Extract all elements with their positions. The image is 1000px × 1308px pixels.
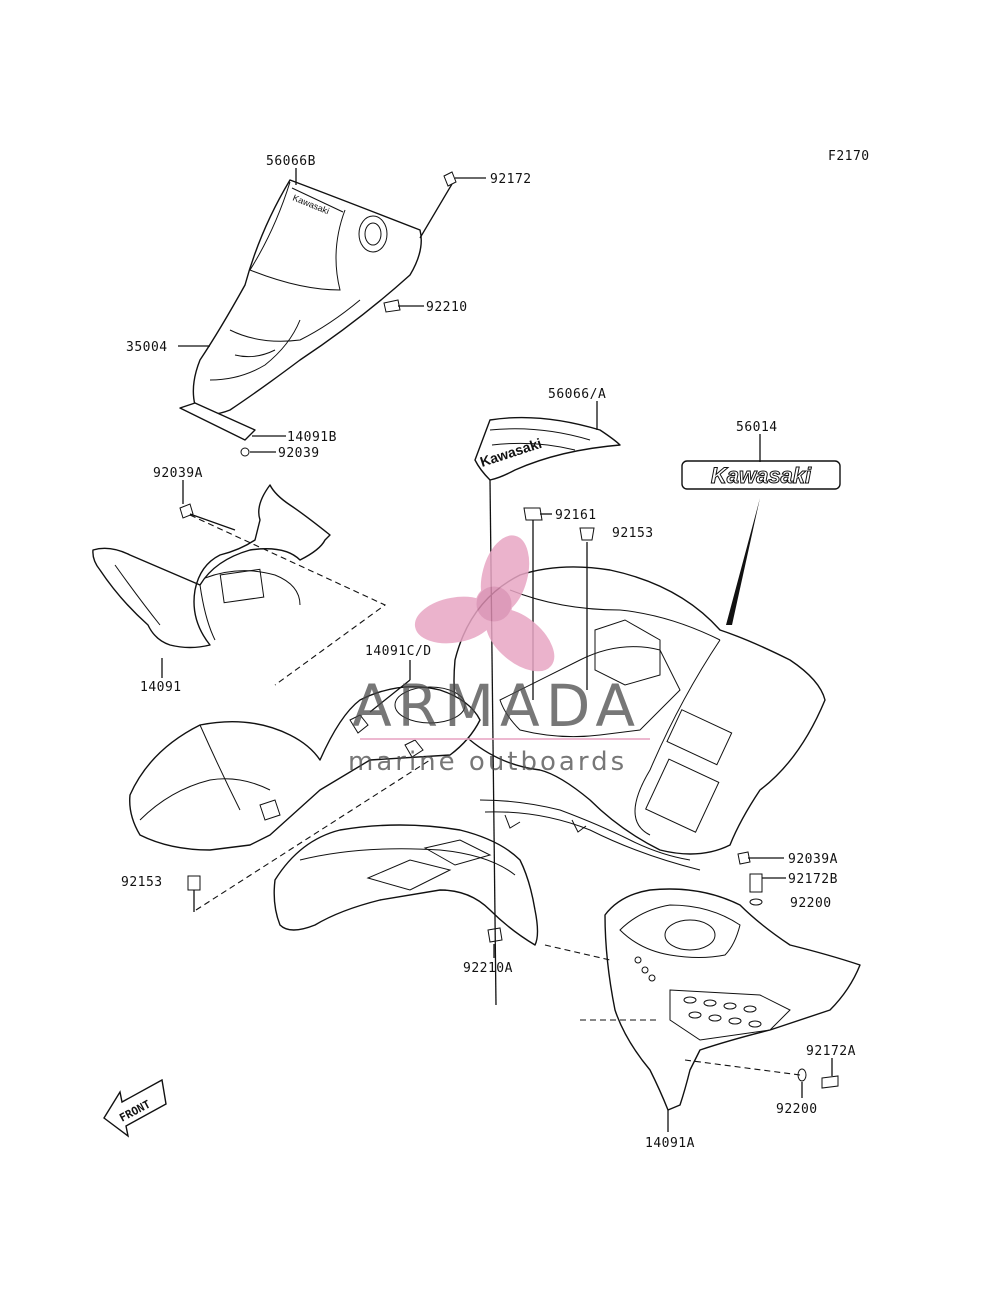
screw-92172 [443,171,457,187]
label-92200-right: 92200 [790,896,832,911]
label-92039: 92039 [278,446,320,461]
washer-92200-right [749,898,763,906]
footwell-fender-part [273,799,701,946]
label-92172b: 92172B [788,872,838,887]
label-92039a-top: 92039A [153,466,203,481]
kawasaki-logo-56014: Kawasaki [681,460,841,625]
label-92172a: 92172A [806,1044,856,1059]
label-92161: 92161 [555,508,597,523]
label-35004: 35004 [126,340,168,355]
watermark-brand: ARMADA [352,672,641,740]
inner-panel-14091 [92,484,331,649]
front-arrow: FRONT [103,1078,167,1138]
front-hood-part: Kawasaki [192,179,422,415]
logo-text: Kawasaki [711,463,812,488]
label-92200-bottom: 92200 [776,1102,818,1117]
label-14091cd: 14091C/D [365,644,432,659]
grommet-92161 [523,507,543,521]
label-92153-top: 92153 [612,526,654,541]
label-92153-left: 92153 [121,875,163,890]
clip-92210 [383,299,401,313]
decal-56066a: Kawasaki [474,416,621,481]
label-14091b: 14091B [287,430,337,445]
label-56066b: 56066B [266,154,316,169]
washer-92200-bottom [797,1068,807,1082]
label-14091a: 14091A [645,1136,695,1151]
screw-92039a-top [179,503,194,519]
plate-14091b [179,402,256,441]
propeller-logo-icon [414,535,555,672]
watermark: ARMADA marine outboards [348,535,650,777]
watermark-tagline: marine outboards [348,747,627,777]
label-56066a: 56066/A [548,387,606,402]
label-92210a: 92210A [463,961,513,976]
front-fender-14091a [604,888,861,1111]
bolt-92172b [749,873,763,893]
label-92172: 92172 [490,172,532,187]
figure-code: F2170 [828,149,870,164]
nut-92039 [240,447,250,457]
bolt-92172a [821,1075,839,1089]
screw-92039a-right [737,851,751,865]
label-92039a-right: 92039A [788,852,838,867]
bolt-92153-top [579,527,595,541]
label-56014: 56014 [736,420,778,435]
logo-pointer [726,498,760,625]
clip-92210a [487,927,503,943]
label-92210: 92210 [426,300,468,315]
bolt-92153-left [187,875,201,891]
label-14091: 14091 [140,680,182,695]
